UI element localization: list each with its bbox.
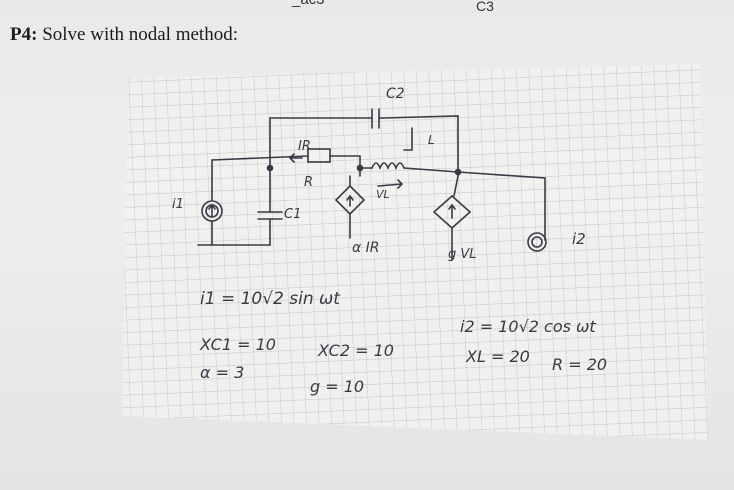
given-xc2: XC2 = 10 [317, 341, 394, 360]
circuit-labels: C2 IR R L VL C1 i1 i2 α IR g VL [172, 86, 586, 262]
current-source-i1 [201, 200, 223, 222]
ir-arrow [288, 153, 303, 163]
label-r: R [304, 175, 313, 190]
problem-title: P4: Solve with nodal method: [10, 24, 238, 46]
current-source-i2 [527, 232, 547, 252]
cropped-text-top-right: C3 [476, 0, 494, 14]
label-i2: i2 [572, 230, 586, 248]
given-i2: i2 = 10√2 cos ωt [460, 317, 596, 336]
problem-number: P4: [10, 24, 38, 45]
problem-statement: Solve with nodal method: [42, 24, 238, 45]
vl-arrow [377, 179, 404, 189]
label-c2: C2 [386, 86, 405, 102]
circuit-diagram [197, 108, 547, 261]
label-ir: IR [298, 139, 311, 154]
label-c1: C1 [284, 207, 301, 222]
label-vl: VL [376, 188, 390, 201]
given-values: i1 = 10√2 sin ωt i2 = 10√2 cos ωt XC1 = … [199, 289, 607, 396]
given-i1: i1 = 10√2 sin ωt [200, 289, 341, 309]
given-xl: XL = 20 [465, 347, 530, 366]
resistor-r [307, 148, 331, 163]
grid-paper [122, 64, 708, 440]
given-r: R = 20 [552, 355, 607, 374]
cropped-text-top-left: _ac3 [292, 0, 325, 8]
label-alpha-ir: α IR [352, 240, 380, 256]
label-i1: i1 [172, 197, 184, 212]
given-alpha: α = 3 [200, 363, 244, 382]
label-l: L [428, 133, 435, 147]
label-gvl: g VL [448, 247, 477, 262]
given-xc1: XC1 = 10 [199, 335, 276, 354]
given-g: g = 10 [310, 377, 364, 396]
inductor-l [371, 162, 405, 171]
